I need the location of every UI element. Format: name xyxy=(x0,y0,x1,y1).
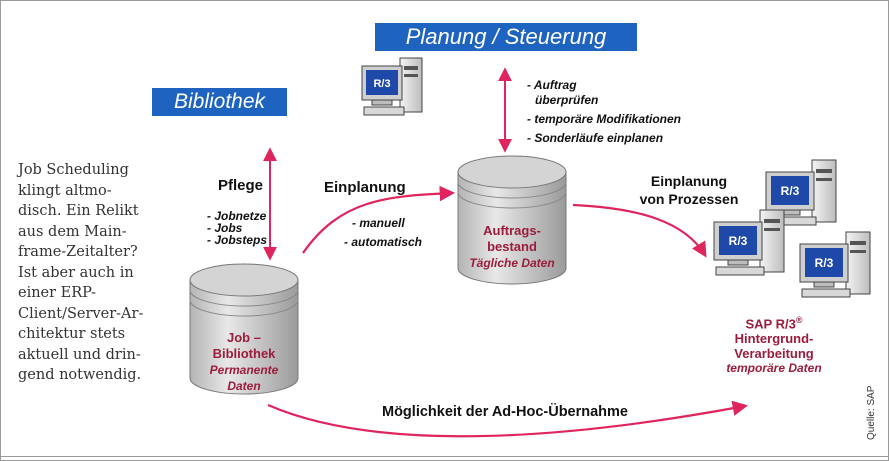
pflege-title: Pflege xyxy=(218,177,264,194)
library-banner: Bibliothek xyxy=(152,88,287,116)
einplanung-item: - automatisch xyxy=(344,235,423,249)
order-stock-cylinder xyxy=(457,155,567,285)
side-text-line: Ist aber auch in xyxy=(18,264,134,281)
bottom-rule xyxy=(0,456,889,457)
process-scheduling-line: von Prozessen xyxy=(639,191,739,207)
sap-title-line: SAP R/3® xyxy=(718,313,830,331)
side-text-line: aus dem Main- xyxy=(18,223,127,240)
side-text-line: gend notwendig. xyxy=(18,367,142,383)
side-text-line: Job Scheduling xyxy=(18,162,129,178)
monitor-label: R/3 xyxy=(815,256,834,270)
einplanung-title: Einplanung xyxy=(324,179,406,196)
job-library-label: Job – Bibliothek Permanente Daten xyxy=(190,330,298,394)
order-stock-label: Auftrags- bestand Tägliche Daten xyxy=(458,223,566,271)
planning-item: - Sonderläufe einplanen xyxy=(527,131,664,145)
order-stock-title: Auftrags- xyxy=(483,223,541,238)
planning-item: - Auftrag xyxy=(527,78,577,92)
side-text-line: Client/Server-Ar- xyxy=(18,305,144,322)
pflege-item: - Jobsteps xyxy=(207,233,268,247)
side-text-line: einer ERP- xyxy=(18,285,97,301)
sap-sub: temporäre Daten xyxy=(726,361,822,376)
process-scheduling-line: Einplanung xyxy=(650,173,728,189)
monitor-label: R/3 xyxy=(373,78,390,90)
order-stock-title: bestand xyxy=(487,239,537,254)
side-text-line: aktuell und drin- xyxy=(18,346,141,363)
process-scheduling-title: Einplanung von Prozessen xyxy=(633,172,745,208)
side-text-line: chitektur stets xyxy=(18,326,126,342)
sap-line: Hintergrund- xyxy=(734,331,814,347)
computer-sap-2: R/3 xyxy=(713,209,785,276)
pflege-item: - Jobs xyxy=(207,221,243,235)
adhoc-label: Möglichkeit der Ad-Hoc-Übernahme xyxy=(382,404,628,420)
sap-label: SAP R/3® Hintergrund- Verarbeitung tempo… xyxy=(718,313,830,376)
sap-reg-mark: ® xyxy=(795,315,803,325)
pflege-item: - Jobnetze xyxy=(207,209,267,223)
side-text-line: klingt altmo- xyxy=(18,182,112,199)
job-library-sub: Daten xyxy=(227,379,261,393)
source-credit: Quelle: SAP xyxy=(866,385,877,440)
monitor-label: R/3 xyxy=(729,234,748,248)
planning-item: - temporäre Modifikationen xyxy=(527,112,682,126)
planning-banner: Planung / Steuerung xyxy=(375,23,637,51)
sap-line: Verarbeitung xyxy=(734,346,814,362)
sap-title: SAP R/3 xyxy=(745,316,796,332)
side-text-line: frame-Zeitalter? xyxy=(18,244,138,260)
monitor-label: R/3 xyxy=(781,184,800,198)
side-text: Job Scheduling klingt altmo- disch. Ein … xyxy=(18,160,158,386)
einplanung-arrow xyxy=(302,185,456,254)
job-library-cylinder xyxy=(189,263,299,395)
job-library-title: Job – xyxy=(227,330,261,345)
computer-sap-3: R/3 xyxy=(799,231,871,298)
planning-item: überprüfen xyxy=(535,93,599,107)
side-text-line: disch. Ein Relikt xyxy=(18,203,139,219)
process-arrow xyxy=(572,203,707,258)
einplanung-item: - manuell xyxy=(352,216,405,230)
computer-planning: R/3 xyxy=(361,57,423,116)
job-library-title: Bibliothek xyxy=(212,346,276,361)
computer-sap-1: R/3 xyxy=(765,159,837,226)
adhoc-arrow xyxy=(267,400,749,438)
job-library-sub: Permanente xyxy=(209,363,279,377)
order-stock-sub: Tägliche Daten xyxy=(469,256,555,270)
